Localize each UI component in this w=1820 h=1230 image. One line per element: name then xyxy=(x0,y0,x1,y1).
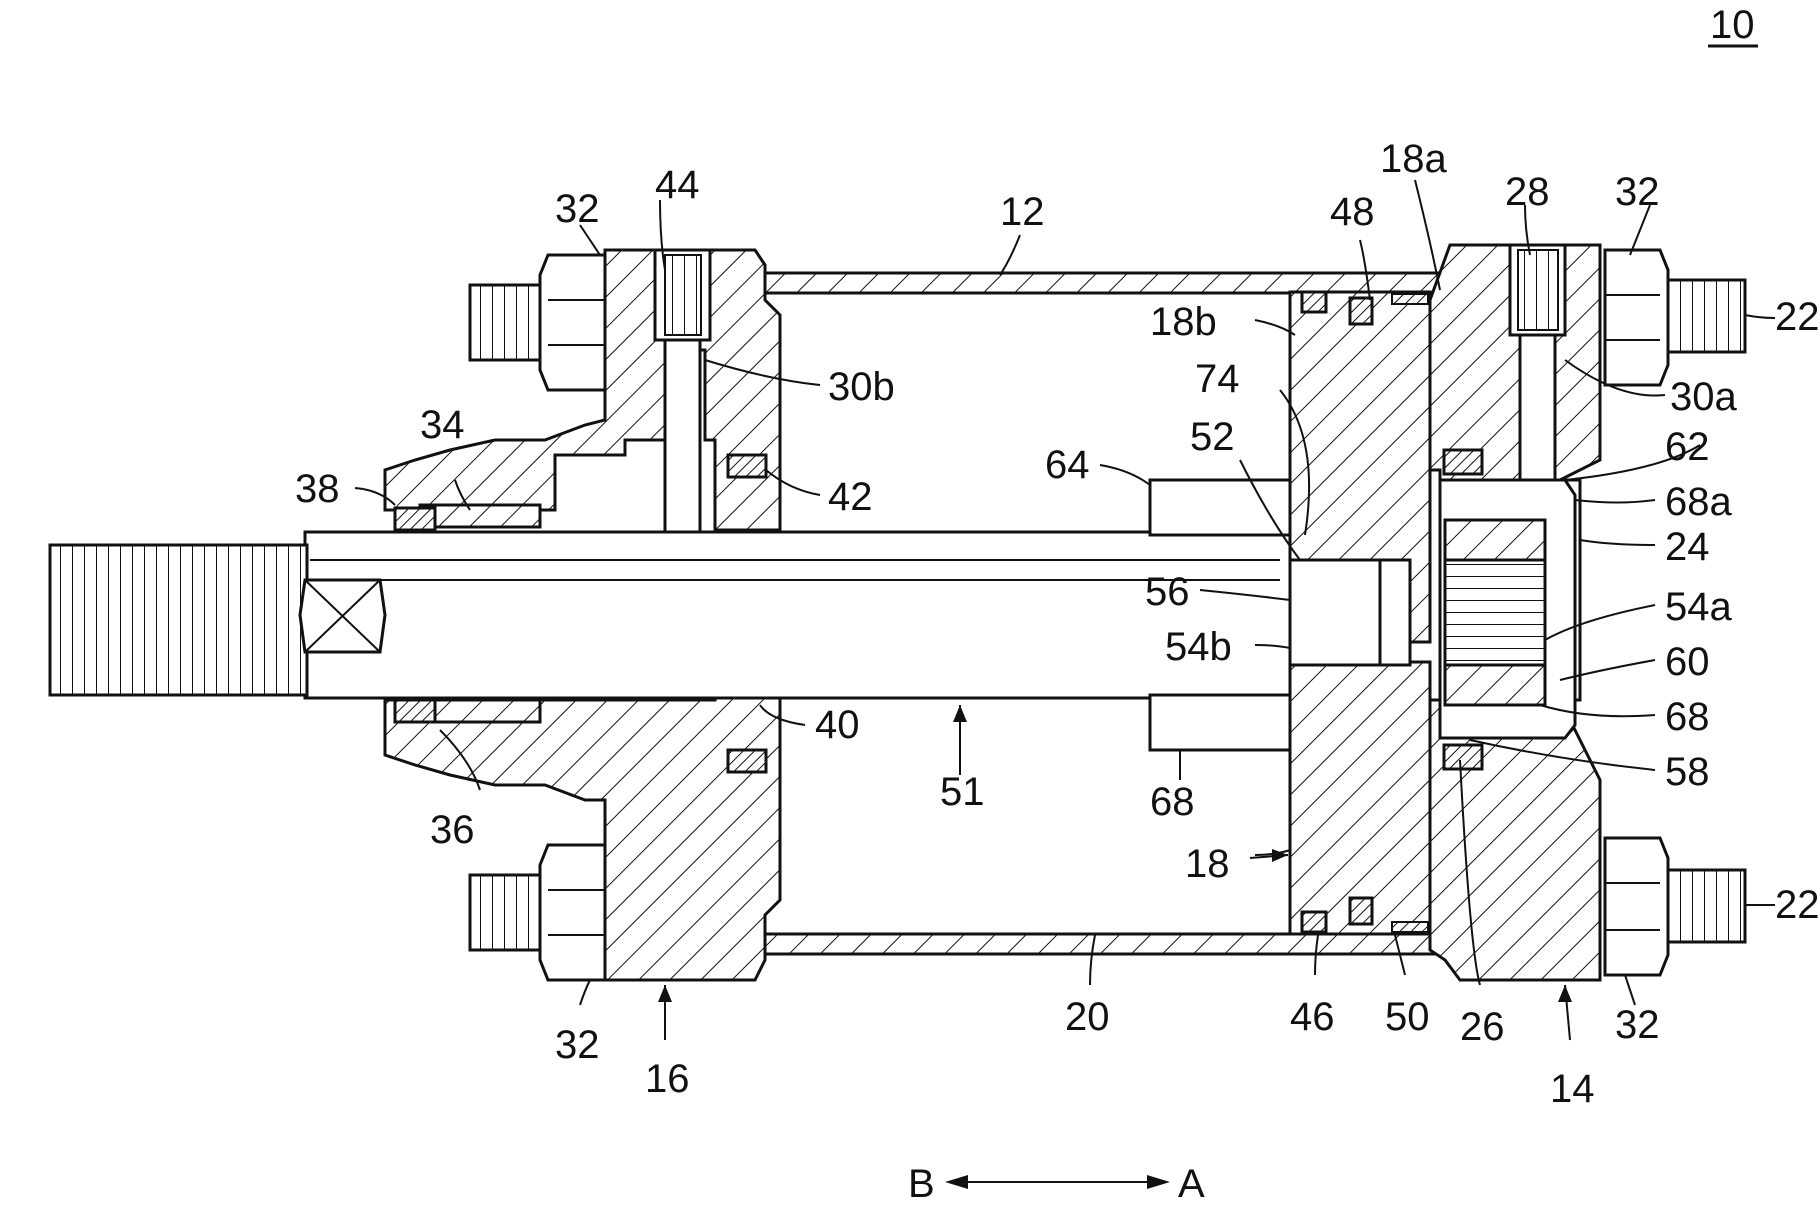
label-26: 26 xyxy=(1460,1005,1505,1049)
label-18: 18 xyxy=(1185,842,1230,886)
label-68a: 68a xyxy=(1665,480,1732,524)
label-56: 56 xyxy=(1145,570,1190,614)
direction-indicator: B A xyxy=(908,1162,1205,1206)
label-20: 20 xyxy=(1065,995,1110,1039)
label-14: 14 xyxy=(1550,1067,1595,1111)
label-68-mid: 68 xyxy=(1150,780,1195,824)
label-32-top-left: 32 xyxy=(555,187,600,231)
label-30a: 30a xyxy=(1670,375,1737,419)
label-62: 62 xyxy=(1665,425,1710,469)
label-12: 12 xyxy=(1000,190,1045,234)
direction-label-b: B xyxy=(908,1162,935,1206)
label-40: 40 xyxy=(815,703,860,747)
label-30b: 30b xyxy=(828,365,895,409)
label-22-top: 22 xyxy=(1775,295,1820,339)
direction-label-a: A xyxy=(1178,1162,1205,1206)
label-74: 74 xyxy=(1195,357,1240,401)
label-36: 36 xyxy=(430,808,475,852)
label-48: 48 xyxy=(1330,190,1375,234)
label-18a: 18a xyxy=(1380,137,1447,181)
label-68-right: 68 xyxy=(1665,695,1710,739)
label-52: 52 xyxy=(1190,415,1235,459)
label-18b: 18b xyxy=(1150,300,1217,344)
label-50: 50 xyxy=(1385,995,1430,1039)
label-32-bottom-left: 32 xyxy=(555,1023,600,1067)
label-60: 60 xyxy=(1665,640,1710,684)
figure-number: 10 xyxy=(1708,3,1758,47)
label-46: 46 xyxy=(1290,995,1335,1039)
label-64: 64 xyxy=(1045,443,1090,487)
figure-number-text: 10 xyxy=(1710,3,1755,47)
label-32-bottom-right: 32 xyxy=(1615,1003,1660,1047)
label-32-top-right: 32 xyxy=(1615,170,1660,214)
label-16: 16 xyxy=(645,1057,690,1101)
label-34: 34 xyxy=(420,403,465,447)
piston-rod xyxy=(50,532,1410,698)
label-51: 51 xyxy=(940,770,985,814)
label-38: 38 xyxy=(295,467,340,511)
label-28: 28 xyxy=(1505,170,1550,214)
label-44: 44 xyxy=(655,163,700,207)
label-42: 42 xyxy=(828,475,873,519)
label-24: 24 xyxy=(1665,525,1710,569)
label-54b: 54b xyxy=(1165,625,1232,669)
label-58: 58 xyxy=(1665,750,1710,794)
label-54a: 54a xyxy=(1665,585,1732,629)
label-22-bottom: 22 xyxy=(1775,883,1820,927)
